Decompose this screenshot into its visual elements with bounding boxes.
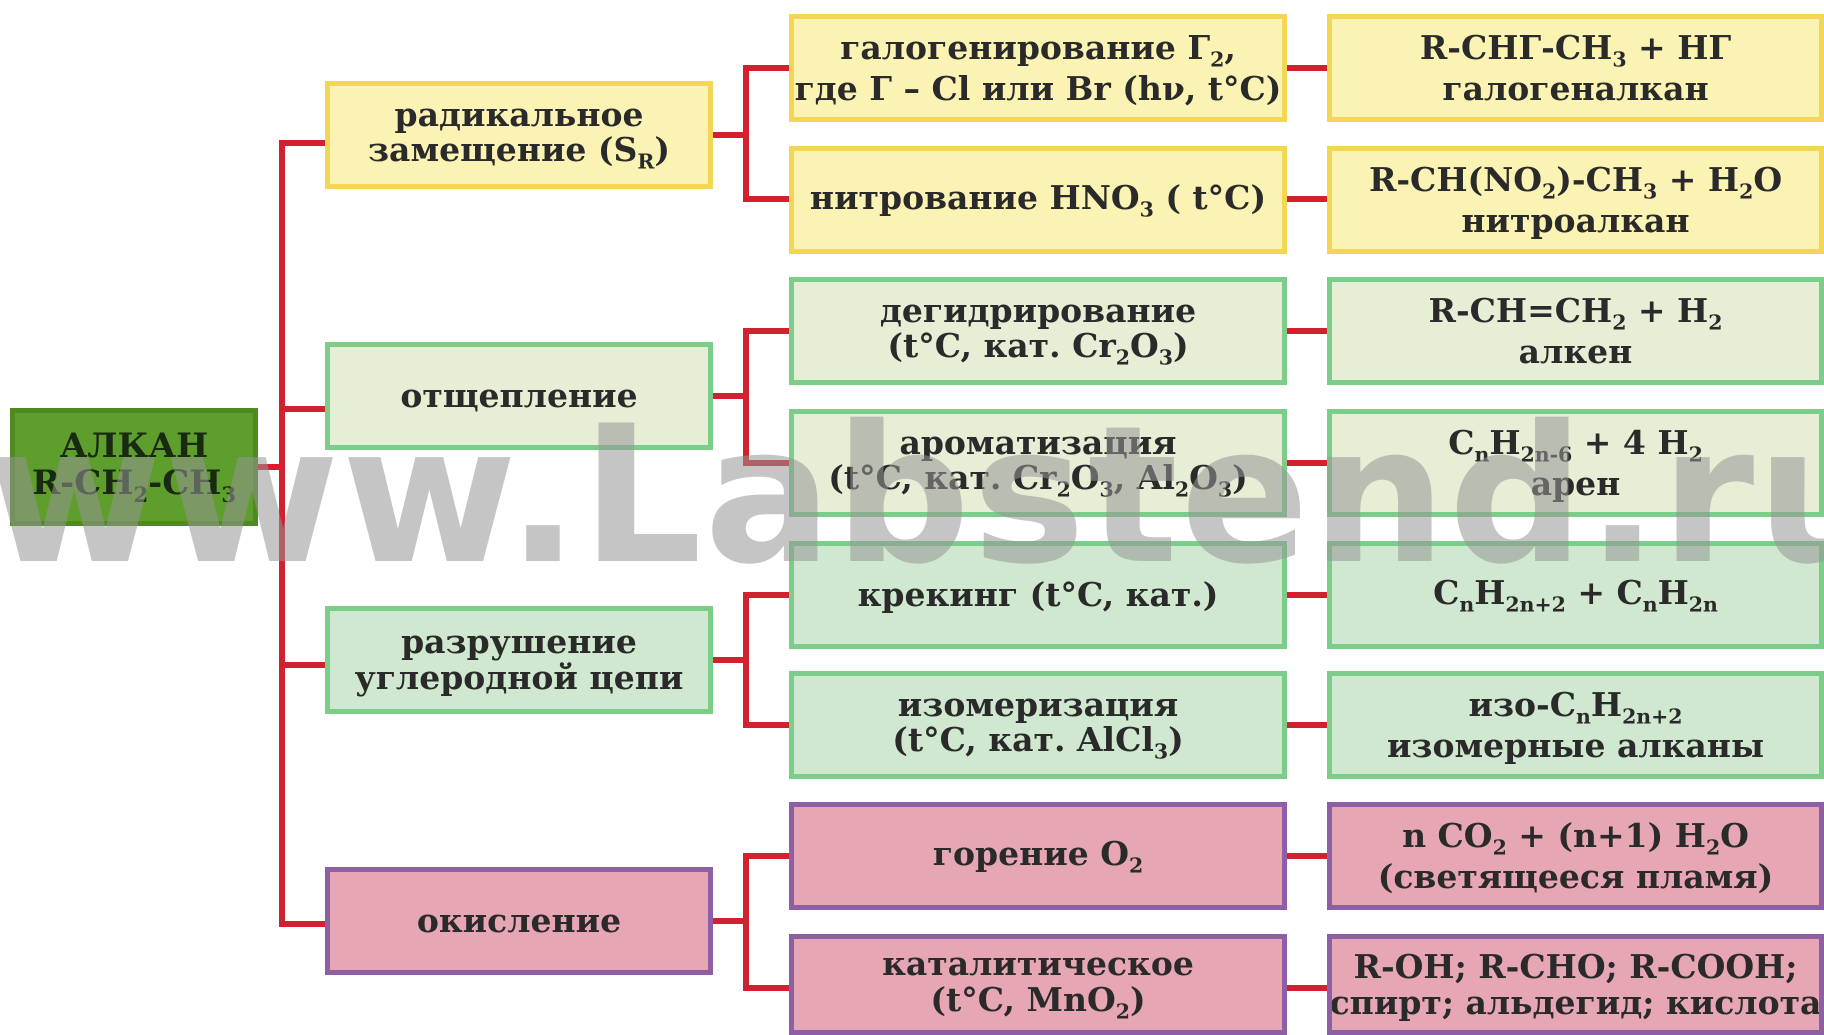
reaction-product-oxidation: R-OH; R-CHO; R-COOH;спирт; альдегид; кис… bbox=[1327, 934, 1824, 1035]
reaction-condition-cracking: крекинг (t°C, кат.) bbox=[789, 541, 1287, 649]
reaction-product-combustion: n CO2 + (n+1) H2O(светящееся пламя) bbox=[1327, 802, 1824, 910]
root-title: АЛКАН bbox=[59, 425, 209, 466]
reaction-condition-catalytic: каталитическое(t°C, MnO2) bbox=[789, 934, 1287, 1035]
root-formula: R-CH2-CH3 bbox=[31, 462, 237, 507]
alkane-root-node: АЛКАН R-CH2-CH3 bbox=[10, 408, 258, 526]
category-oxidation: окисление bbox=[325, 867, 713, 975]
reaction-product-cracking: CnH2n+2 + CnH2n bbox=[1327, 541, 1824, 649]
reaction-condition-halogenation: галогенирование Г2,где Г – Cl или Br (hν… bbox=[789, 14, 1287, 122]
reaction-condition-combustion: горение O2 bbox=[789, 802, 1287, 910]
reaction-condition-dehydrogenation: дегидрирование(t°C, кат. Cr2O3) bbox=[789, 277, 1287, 385]
reaction-condition-nitration: нитрование HNO3 ( t°C) bbox=[789, 146, 1287, 254]
category-elimination: отщепление bbox=[325, 342, 713, 450]
reaction-condition-aromatization: ароматизация(t°C, кат. Cr2O3, Al2O3) bbox=[789, 409, 1287, 517]
reaction-condition-isomerization: изомеризация(t°C, кат. AlCl3) bbox=[789, 671, 1287, 779]
